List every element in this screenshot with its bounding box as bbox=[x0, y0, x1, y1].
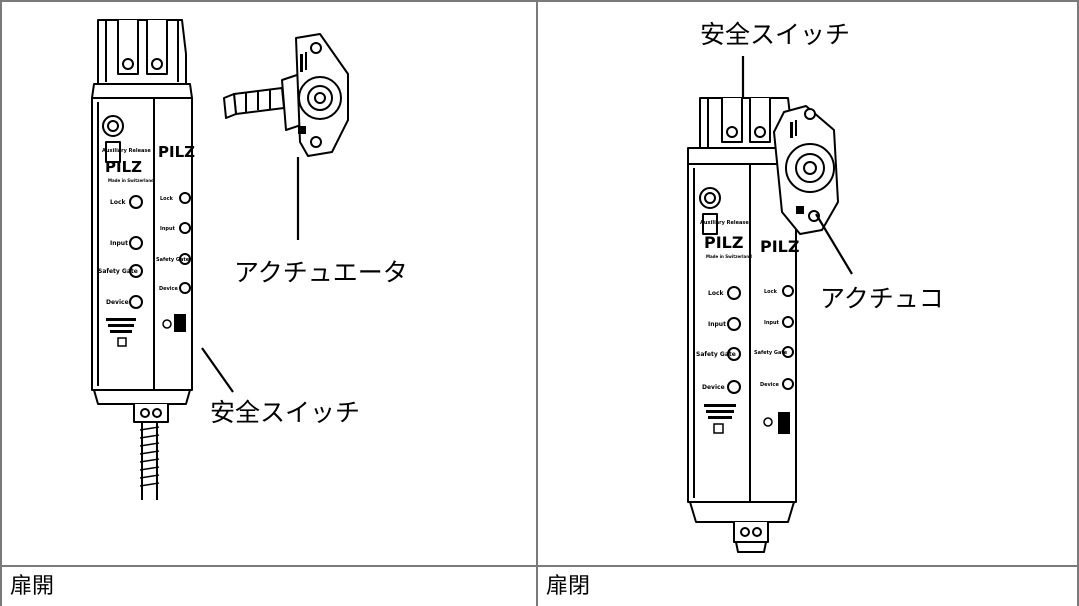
svg-text:Device: Device bbox=[159, 286, 178, 292]
safety-switch-label-top: 安全スイッチ bbox=[700, 20, 851, 49]
svg-text:Auxiliary Release: Auxiliary Release bbox=[102, 148, 151, 154]
switch-leader-line-left bbox=[201, 347, 234, 393]
svg-text:Made in Switzerland: Made in Switzerland bbox=[706, 254, 752, 259]
svg-text:PILZ: PILZ bbox=[158, 143, 195, 161]
svg-text:Safety Gate: Safety Gate bbox=[98, 268, 138, 275]
actuator-label-truncated: アクチュコ bbox=[820, 284, 944, 313]
actuator-label: アクチュエータ bbox=[234, 258, 408, 287]
svg-text:Lock: Lock bbox=[708, 290, 725, 297]
svg-text:PILZ: PILZ bbox=[760, 237, 799, 256]
table-border-right bbox=[1077, 0, 1079, 606]
svg-text:Input: Input bbox=[708, 321, 726, 328]
svg-text:Safety Gate: Safety Gate bbox=[156, 257, 190, 263]
svg-text:Safety Gate: Safety Gate bbox=[754, 350, 788, 356]
svg-text:Device: Device bbox=[760, 382, 779, 388]
svg-text:Lock: Lock bbox=[110, 199, 127, 206]
svg-text:Safety Gate: Safety Gate bbox=[696, 351, 736, 358]
table-column-divider bbox=[536, 0, 538, 606]
svg-text:Input: Input bbox=[764, 320, 780, 326]
svg-text:Input: Input bbox=[110, 240, 128, 247]
door-closed-illustration: Auxiliary Release PILZ Made in Switzerla… bbox=[687, 56, 853, 553]
svg-text:Input: Input bbox=[160, 226, 176, 232]
actuator-leader-line-right bbox=[815, 213, 853, 275]
figure-cell-door-open: Auxiliary Release PILZ Made in Switzerla… bbox=[2, 2, 536, 565]
svg-text:Lock: Lock bbox=[764, 289, 778, 295]
brand-logo-left: PILZ bbox=[105, 158, 142, 176]
svg-text:Auxiliary Release: Auxiliary Release bbox=[700, 220, 749, 226]
table-row-divider bbox=[0, 565, 1079, 567]
svg-text:Device: Device bbox=[106, 299, 129, 306]
table-border-left bbox=[0, 0, 2, 606]
door-open-illustration: Auxiliary Release PILZ Made in Switzerla… bbox=[91, 19, 349, 500]
figure-cell-door-closed: Auxiliary Release PILZ Made in Switzerla… bbox=[538, 2, 1077, 565]
brand-logo-right: PILZ bbox=[704, 233, 743, 252]
svg-text:Device: Device bbox=[702, 384, 725, 391]
svg-text:Made in Switzerland: Made in Switzerland bbox=[108, 178, 154, 183]
svg-text:Lock: Lock bbox=[160, 196, 174, 202]
table-border-top bbox=[0, 0, 1079, 2]
caption-door-closed: 扉閉 bbox=[546, 574, 591, 599]
caption-door-open: 扉開 bbox=[10, 574, 55, 599]
safety-switch-label: 安全スイッチ bbox=[210, 398, 361, 427]
